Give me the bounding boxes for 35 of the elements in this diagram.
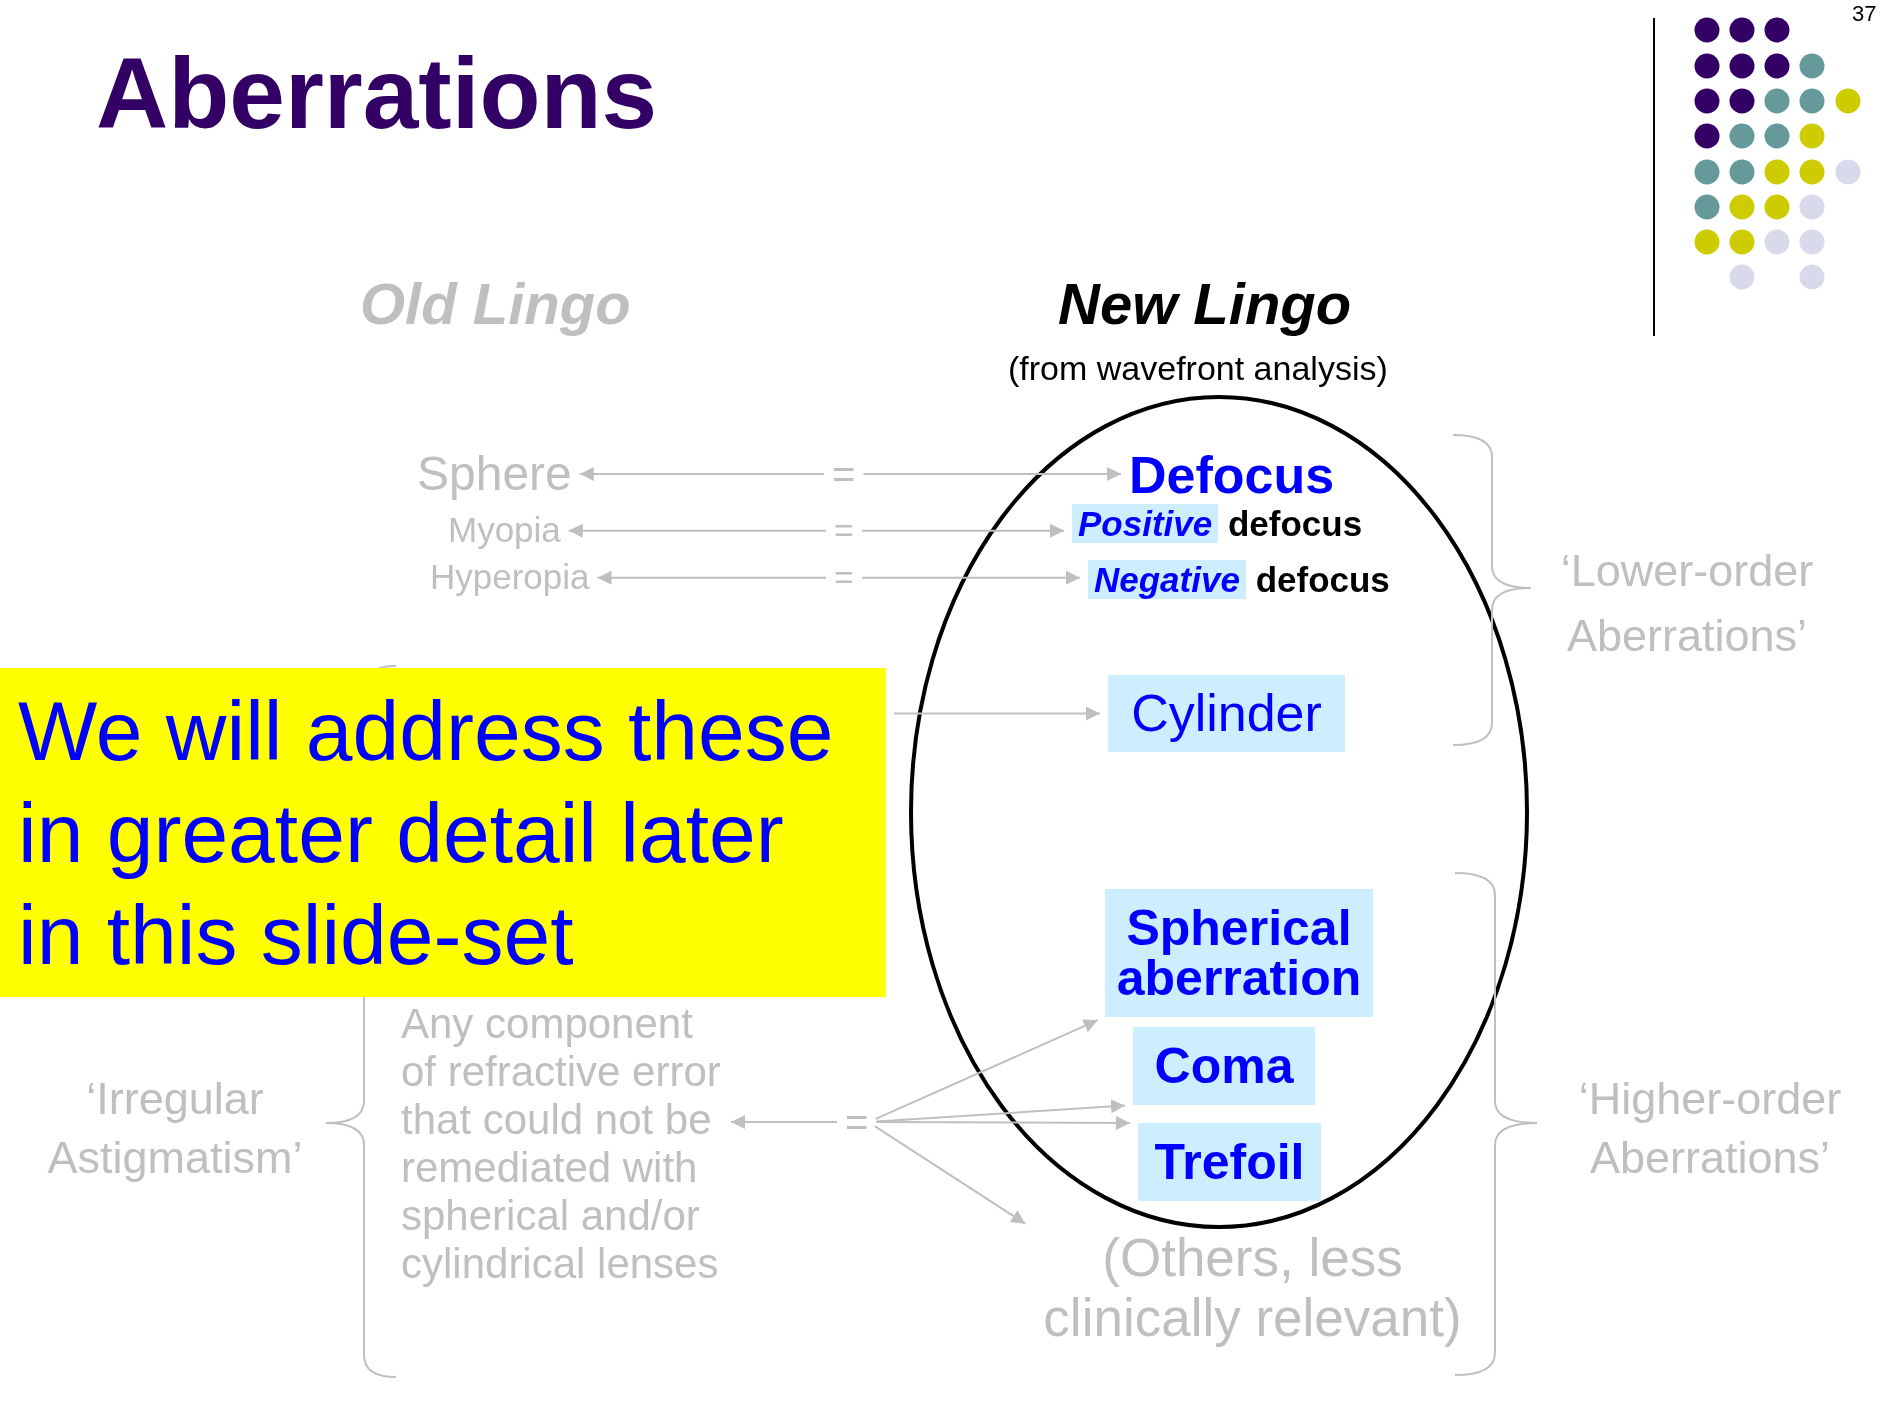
- equals-sign: =: [832, 452, 856, 496]
- highlighted-term: Coma: [1133, 1027, 1315, 1105]
- column-heading: Old Lingo: [360, 272, 631, 336]
- arrow: [860, 523, 1065, 538]
- highlighted-term: Cylinder: [1108, 675, 1345, 753]
- arrow: [874, 1019, 1099, 1120]
- group-label: ‘Irregular Astigmatism’: [46, 1072, 304, 1185]
- arrow: [875, 1099, 1126, 1123]
- arrow: [893, 706, 1101, 721]
- page-number: 37: [1852, 2, 1877, 27]
- arrow: [875, 1115, 1131, 1130]
- group-label: ‘Higher-order Aberrations’: [1577, 1072, 1843, 1185]
- callout-box: We will address these in greater detail later in this slide-set: [0, 668, 886, 997]
- arrow: [567, 523, 827, 538]
- arrow: [596, 570, 827, 585]
- highlighted-term: Trefoil: [1138, 1123, 1321, 1201]
- highlighted-term: Spherical aberration: [1105, 889, 1373, 1017]
- term-text: Hyperopia: [430, 558, 590, 597]
- arrow: [862, 467, 1122, 481]
- equals-sign: =: [845, 1100, 869, 1144]
- term-text: Defocus: [1129, 447, 1335, 505]
- arrow: [860, 570, 1081, 585]
- description-text: Any component of refractive error that could not be remediated with spherical and/or cylindrical lenses: [401, 1000, 723, 1288]
- equals-sign: =: [834, 512, 854, 550]
- term-text: Myopia: [448, 511, 561, 550]
- subtitle-text: (from wavefront analysis): [1008, 350, 1388, 388]
- term-text: (Others, less clinically relevant): [1032, 1228, 1473, 1348]
- group-label: ‘Lower-order Aberrations’: [1559, 544, 1815, 664]
- equals-sign: =: [834, 559, 854, 597]
- term-text: Sphere: [417, 448, 572, 501]
- arrow: [578, 467, 825, 481]
- arrow: [874, 1125, 1027, 1225]
- slide-title: Aberrations: [96, 38, 658, 148]
- arrow: [730, 1115, 838, 1129]
- column-heading: New Lingo: [1058, 272, 1352, 336]
